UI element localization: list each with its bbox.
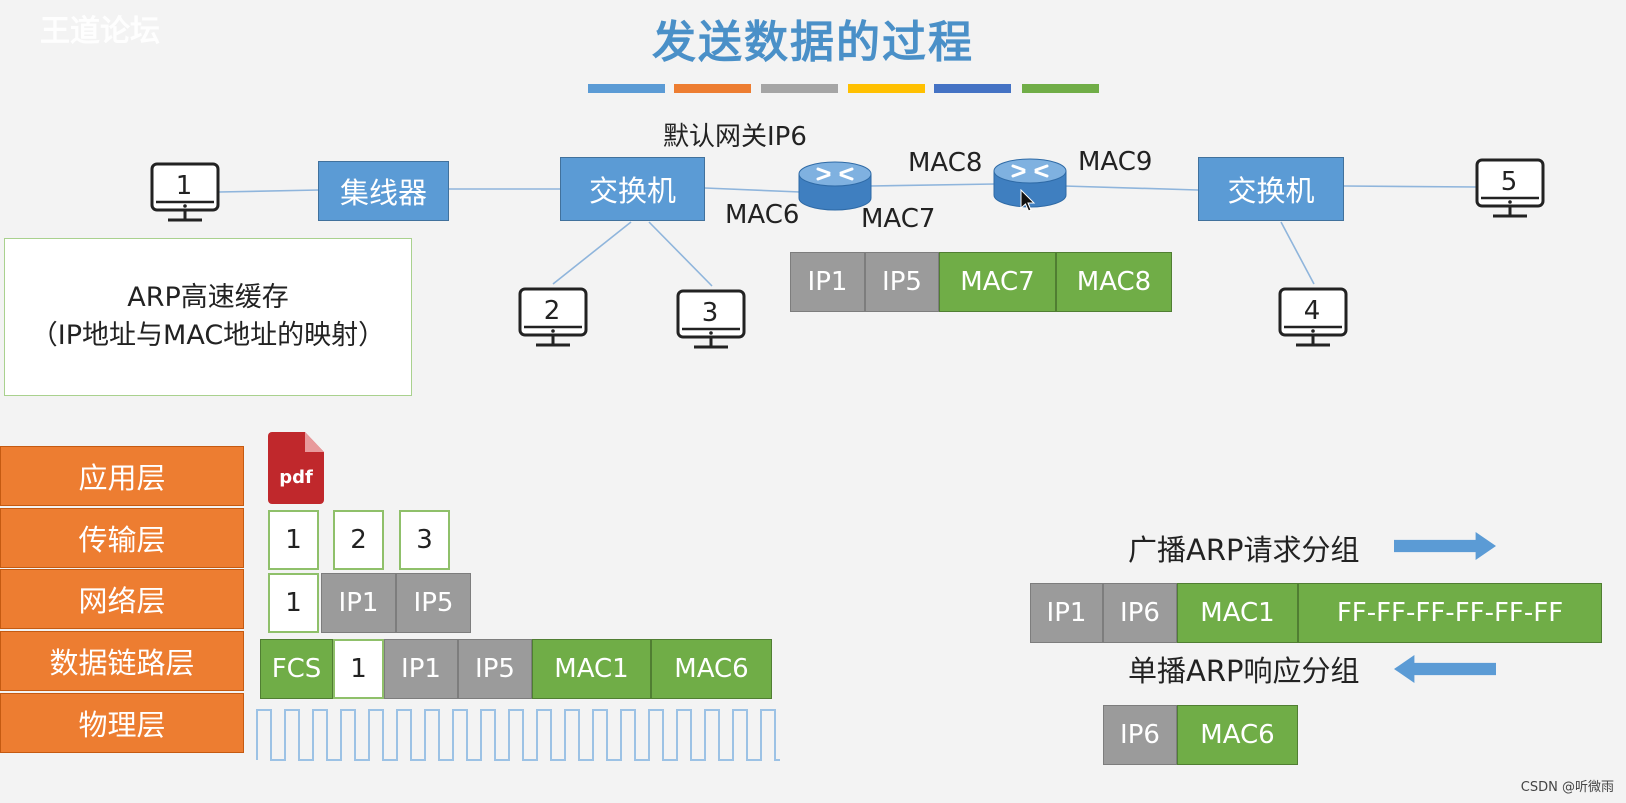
arp-reply-label: 单播ARP响应分组: [1128, 654, 1360, 688]
switch-right-box: 交换机: [1198, 157, 1344, 221]
hub-box: 集线器: [318, 161, 449, 221]
link-frame-field: MAC6: [651, 639, 772, 699]
computer-number: 3: [701, 297, 719, 328]
router-frame-field: IP1: [790, 252, 865, 312]
link-switch-pc4: [1280, 221, 1315, 285]
credit-text: CSDN @听微雨: [1520, 780, 1614, 795]
link-frame-field: MAC1: [532, 639, 651, 699]
network-packet-field: IP5: [396, 573, 471, 633]
computer-4: 4: [1278, 287, 1348, 349]
arp-request-field: FF-FF-FF-FF-FF-FF: [1298, 583, 1602, 643]
color-strip-1: [588, 84, 665, 93]
layer-transport: 传输层: [0, 508, 244, 568]
arp-request-field: IP6: [1103, 583, 1177, 643]
mac9-label: MAC9: [1078, 147, 1153, 177]
layer-application: 应用层: [0, 446, 244, 506]
computer-number: 5: [1500, 166, 1518, 197]
physical-signal-wave: [256, 709, 780, 761]
link-frame-field: IP5: [458, 639, 532, 699]
computer-icon: [1475, 158, 1545, 218]
layer-network: 网络层: [0, 569, 244, 629]
arp-reply-field: MAC6: [1177, 705, 1298, 765]
computer-icon: [518, 287, 588, 347]
link-switch-pc2: [552, 221, 632, 285]
link-frame-field: FCS: [260, 639, 333, 699]
link-frame-field: 1: [333, 639, 384, 699]
arp-request-field: IP1: [1030, 583, 1103, 643]
computer-icon: [150, 162, 220, 222]
arp-cache-title: ARP高速缓存: [127, 282, 289, 314]
computer-number: 2: [543, 295, 561, 326]
link-frame-field: IP1: [384, 639, 458, 699]
mouse-cursor-icon: [1020, 189, 1036, 212]
computer-icon: [676, 289, 746, 349]
page-title: 发送数据的过程: [652, 17, 974, 68]
router-frame-field: IP5: [865, 252, 939, 312]
watermark: 王道论坛: [40, 14, 160, 49]
switch-left-box: 交换机: [560, 157, 705, 221]
network-packet-field: 1: [268, 573, 319, 633]
transport-segment: 1: [268, 510, 319, 570]
color-strip-4: [848, 84, 925, 93]
arp-cache-box: ARP高速缓存 （IP地址与MAC地址的映射）: [4, 238, 412, 396]
computer-number: 4: [1303, 295, 1321, 326]
color-strip-2: [674, 84, 751, 93]
arp-request-field: MAC1: [1177, 583, 1298, 643]
computer-3: 3: [676, 289, 746, 351]
network-packet-field: IP1: [321, 573, 396, 633]
mac6-label: MAC6: [725, 200, 800, 230]
layer-datalink: 数据链路层: [0, 631, 244, 691]
router-1-icon: [798, 161, 872, 211]
computer-1: 1: [150, 162, 220, 224]
router-frame-field: MAC7: [939, 252, 1056, 312]
color-strip-3: [761, 84, 838, 93]
arp-request-label: 广播ARP请求分组: [1128, 533, 1360, 567]
transport-segment: 3: [399, 510, 450, 570]
arp-reply-field: IP6: [1103, 705, 1177, 765]
transport-segment: 2: [333, 510, 384, 570]
link-switch-router1: [704, 187, 801, 193]
link-switch-pc5: [1343, 185, 1479, 188]
computer-icon: [1278, 287, 1348, 347]
link-router2-switch: [1063, 185, 1199, 191]
gateway-label: 默认网关IP6: [663, 122, 807, 152]
mac7-label: MAC7: [861, 204, 936, 234]
color-strip-5: [934, 84, 1011, 93]
link-switch-pc3: [648, 221, 713, 287]
color-strip-6: [1022, 84, 1099, 93]
router-2-icon: [993, 158, 1067, 208]
computer-number: 1: [175, 170, 193, 201]
layer-physical: 物理层: [0, 693, 244, 753]
mac8-label: MAC8: [908, 148, 983, 178]
link-pc1-hub: [218, 189, 320, 193]
arp-cache-subtitle: （IP地址与MAC地址的映射）: [30, 320, 386, 351]
computer-2: 2: [518, 287, 588, 349]
link-router1-router2: [869, 183, 996, 187]
computer-5: 5: [1475, 158, 1545, 220]
router-frame-field: MAC8: [1056, 252, 1172, 312]
